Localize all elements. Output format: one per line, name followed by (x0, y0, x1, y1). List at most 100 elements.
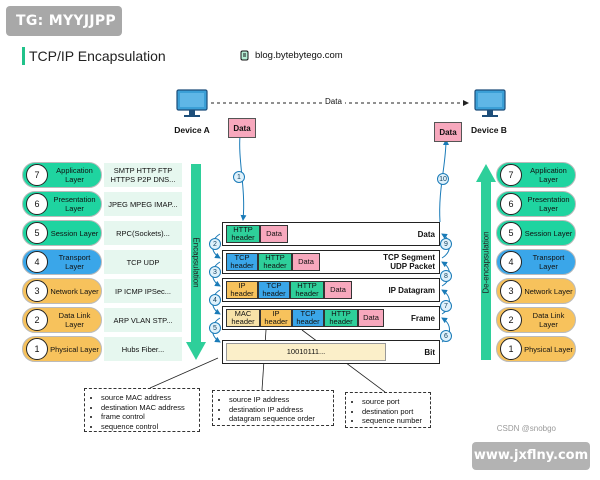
note-item: sequence number (362, 416, 424, 426)
packet-label-datagram: IP Datagram (388, 286, 435, 295)
layer-number: 2 (26, 309, 48, 331)
layer-name: Session Layer (50, 228, 99, 238)
brand-url: blog.bytebytego.com (255, 50, 343, 61)
decapsulation-label-wrap: De-encapsulation (476, 164, 496, 360)
layer-protocols: IP ICMP IPSec... (104, 279, 182, 303)
step-circle-8: 8 (440, 270, 452, 282)
layer-name: Session Layer (524, 228, 573, 238)
step-circle-3: 3 (209, 266, 221, 278)
device-b-label: Device B (471, 125, 507, 135)
note-item: source port (362, 397, 424, 407)
http-header-segment: HTTP header (324, 309, 358, 327)
layer-protocols: RPC(Sockets)... (104, 221, 182, 245)
ip-header-note: source IP address destination IP address… (212, 390, 334, 426)
left-layer-row: 7 Application Layer SMTP HTTP FTP HTTPS P2… (22, 162, 182, 188)
http-header-segment: HTTP header (226, 225, 260, 243)
packet-label-data: Data (417, 230, 435, 239)
layer-name: Presentation Layer (527, 195, 570, 213)
note-item: destination port (362, 407, 424, 417)
step-circle-4: 4 (209, 294, 221, 306)
decapsulation-label: De-encapsulation (481, 230, 491, 294)
page-title: TCP/IP Encapsulation (29, 48, 166, 64)
mac-header-segment: MAC header (226, 309, 260, 327)
step-circle-10: 10 (437, 173, 449, 185)
layer-number: 4 (26, 251, 48, 273)
packet-bit: 10010111... Bit (222, 340, 440, 364)
layer-number: 3 (500, 280, 522, 302)
layer-protocols: SMTP HTTP FTP HTTPS P2P DNS... (104, 163, 182, 187)
layer-number: 5 (26, 222, 48, 244)
layer-pill: 7 Application Layer (496, 162, 576, 188)
layer-number: 1 (26, 338, 48, 360)
encapsulation-arrow: Encapsulation (186, 164, 206, 360)
data-segment: Data (292, 253, 320, 271)
layer-number: 1 (500, 338, 522, 360)
computer-a-icon (176, 89, 208, 117)
layer-name: Application Layer (530, 166, 567, 184)
tcp-header-note: source port destination port sequence nu… (345, 392, 431, 428)
step-circle-5: 5 (209, 322, 221, 334)
tcp-header-segment: TCP header (226, 253, 258, 271)
http-header-segment: HTTP header (290, 281, 324, 299)
note-item: source MAC address (101, 393, 193, 403)
watermark-tg: TG: MYYJJPP (6, 6, 122, 36)
computer-b-icon (474, 89, 506, 117)
layer-number: 6 (500, 193, 522, 215)
note-item: destination MAC address (101, 403, 193, 413)
device-a-label: Device A (174, 125, 210, 135)
step-circle-6: 6 (440, 330, 452, 342)
layer-name: Presentation Layer (53, 195, 96, 213)
layer-pill: 6 Presentation Layer (22, 191, 102, 217)
note-item: source IP address (229, 395, 327, 405)
layer-pill: 2 Data Link Layer (22, 307, 102, 333)
watermark-site: www.jxflny.com (472, 442, 590, 470)
ip-header-segment: IP header (226, 281, 258, 299)
layer-number: 7 (500, 164, 522, 186)
note-item: destination IP address (229, 405, 327, 415)
layer-pill: 7 Application Layer (22, 162, 102, 188)
up-arrow-icon (476, 164, 496, 360)
layer-pill: 6 Presentation Layer (496, 191, 576, 217)
data-segment: Data (324, 281, 352, 299)
http-header-segment: HTTP header (258, 253, 292, 271)
watermark-csdn: CSDN @snobgo (496, 424, 556, 433)
layer-number: 2 (500, 309, 522, 331)
step-circle-1: 1 (233, 171, 245, 183)
tcp-header-segment: TCP header (258, 281, 290, 299)
layer-name: Application Layer (56, 166, 93, 184)
packet-data: HTTP header Data Data (222, 222, 440, 246)
ip-header-segment: IP header (260, 309, 292, 327)
step-circle-2: 2 (209, 238, 221, 250)
layer-number: 7 (26, 164, 48, 186)
mac-header-note: source MAC address destination MAC addre… (84, 388, 200, 432)
packet-segment: TCP header HTTP header Data TCP Segment … (222, 250, 440, 274)
packet-label-bit: Bit (424, 348, 435, 357)
brand: blog.bytebytego.com (240, 49, 343, 63)
tcp-header-segment: TCP header (292, 309, 324, 327)
data-box-right: Data (434, 122, 462, 142)
bit-stream-segment: 10010111... (226, 343, 386, 361)
layer-number: 6 (26, 193, 48, 215)
step-circle-9: 9 (440, 238, 452, 250)
layer-name: Data Link Layer (58, 311, 91, 329)
layer-name: Physical Layer (50, 344, 99, 354)
data-box-left: Data (228, 118, 256, 138)
note-item: sequence control (101, 422, 193, 432)
layer-protocols: TCP UDP (104, 250, 182, 274)
transfer-data-label: Data (322, 97, 345, 107)
data-segment: Data (358, 309, 384, 327)
packet-label-segment: TCP Segment UDP Packet (383, 253, 435, 271)
layer-number: 5 (500, 222, 522, 244)
